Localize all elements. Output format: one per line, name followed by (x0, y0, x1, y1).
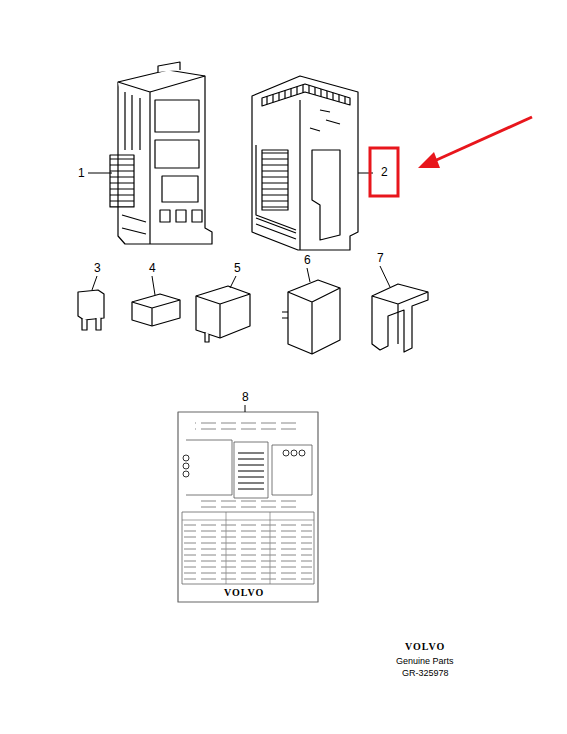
callout-number: 4 (149, 262, 156, 274)
callout-number: 6 (304, 254, 311, 266)
fuse-box-housing (110, 62, 212, 244)
red-highlight (370, 117, 532, 196)
callout-number: 2 (381, 166, 388, 178)
fuse-box-cover (252, 76, 358, 250)
callout-number: 7 (377, 252, 384, 264)
callout-number: 8 (242, 391, 249, 403)
brand-logo: VOLVO (405, 642, 445, 652)
fuse (132, 294, 180, 326)
relay (196, 286, 250, 342)
caption-text: Genuine Parts (396, 657, 454, 666)
clip (372, 284, 428, 352)
leader-lines (88, 173, 390, 412)
callout-number: 1 (78, 167, 85, 179)
fuse-label-sticker (178, 412, 318, 602)
blade-fuse (78, 290, 104, 330)
callout-number: 5 (234, 262, 241, 274)
relay (282, 280, 340, 354)
callout-number: 3 (94, 262, 101, 274)
brand-logo: VOLVO (222, 588, 266, 598)
part-code: GR-325978 (402, 669, 449, 678)
